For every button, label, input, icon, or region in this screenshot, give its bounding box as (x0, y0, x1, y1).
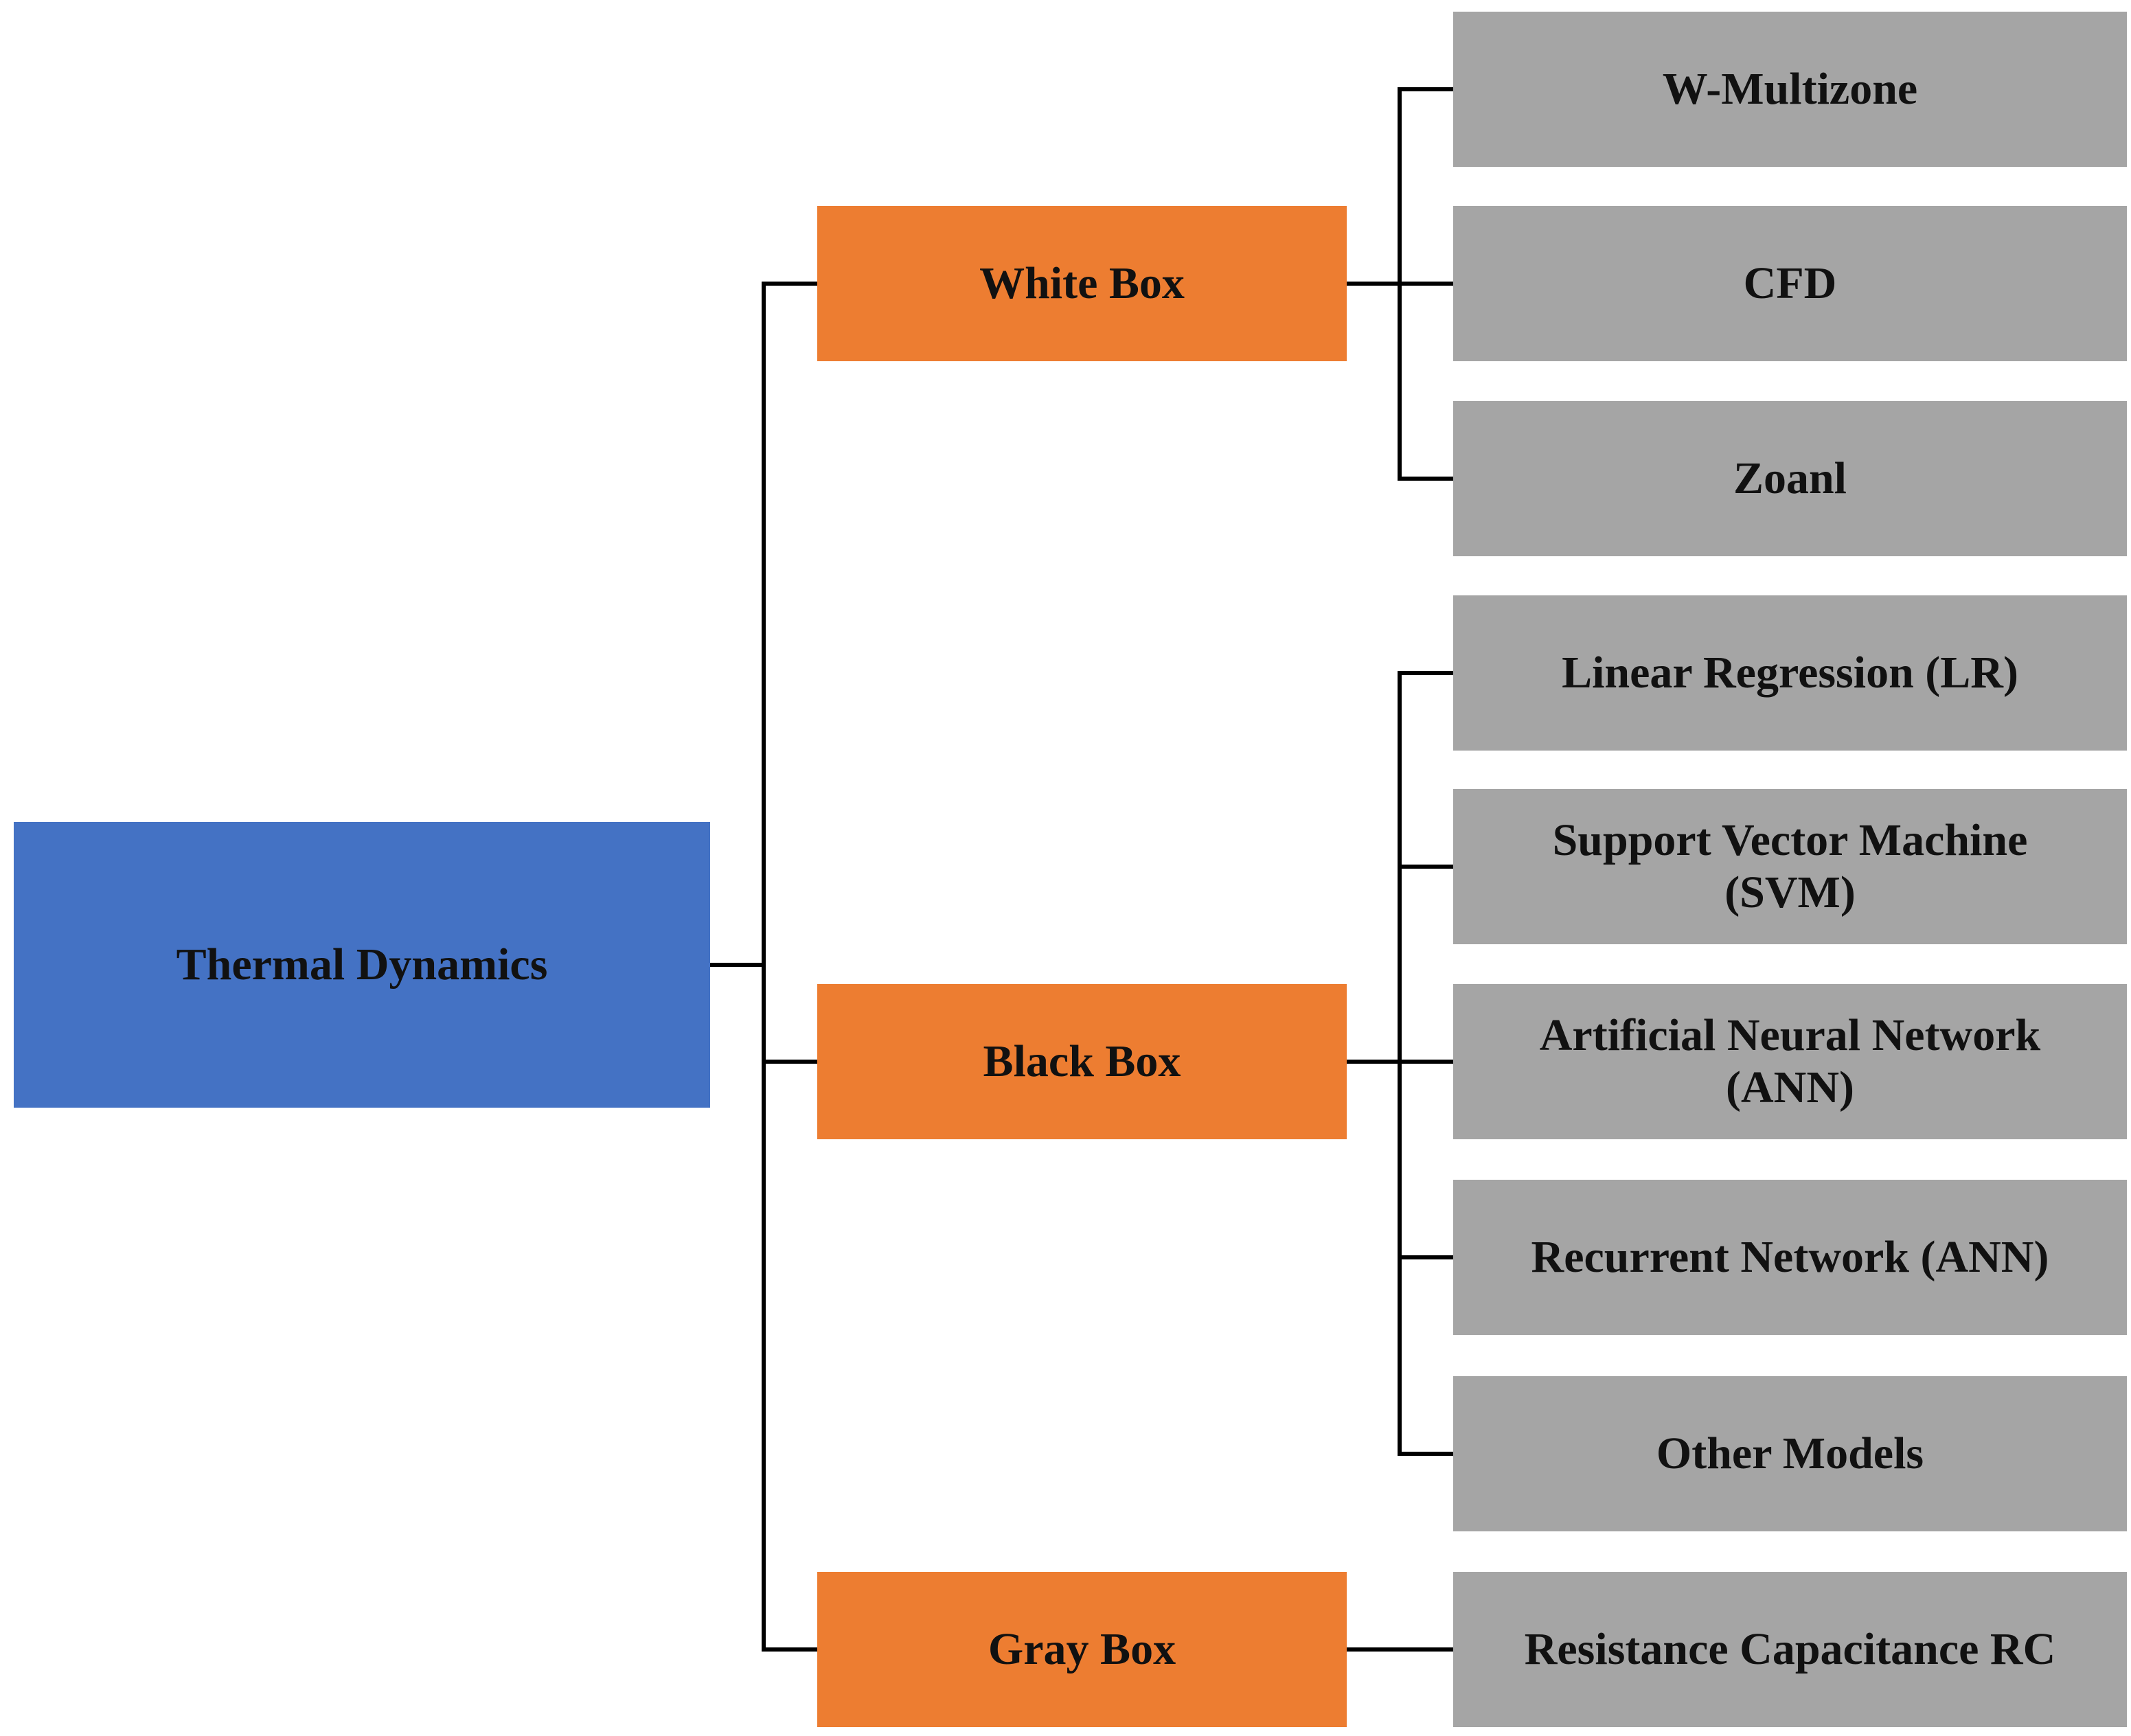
leaf-label: Resistance Capacitance RC (1524, 1624, 2056, 1675)
category-black-box: Black Box (817, 984, 1347, 1139)
category-white-box: White Box (817, 206, 1347, 361)
leaf-cfd: CFD (1453, 206, 2127, 361)
leaf-label: Support Vector Machine (SVM) (1552, 815, 2028, 917)
leaf-linear-regression: Linear Regression (LR) (1453, 595, 2127, 751)
root-label: Thermal Dynamics (176, 939, 548, 990)
leaf-label: CFD (1743, 258, 1837, 309)
leaf-label: W-Multizone (1662, 64, 1918, 115)
category-label: Black Box (983, 1036, 1181, 1086)
leaf-label: Recurrent Network (ANN) (1531, 1232, 2049, 1283)
category-label: Gray Box (988, 1624, 1176, 1674)
leaf-support-vector-machine: Support Vector Machine (SVM) (1453, 789, 2127, 944)
leaf-zoanl: Zoanl (1453, 401, 2127, 556)
leaf-label: Artificial Neural Network (ANN) (1539, 1010, 2041, 1112)
category-label: White Box (979, 258, 1185, 308)
root-node-thermal-dynamics: Thermal Dynamics (14, 822, 710, 1108)
leaf-w-multizone: W-Multizone (1453, 12, 2127, 167)
leaf-other-models: Other Models (1453, 1376, 2127, 1531)
leaf-label: Linear Regression (LR) (1562, 648, 2018, 698)
leaf-label: Other Models (1656, 1428, 1924, 1479)
category-gray-box: Gray Box (817, 1572, 1347, 1727)
leaf-resistance-capacitance: Resistance Capacitance RC (1453, 1572, 2127, 1727)
leaf-label: Zoanl (1733, 453, 1847, 504)
leaf-artificial-neural-network: Artificial Neural Network (ANN) (1453, 984, 2127, 1139)
leaf-recurrent-network: Recurrent Network (ANN) (1453, 1180, 2127, 1335)
